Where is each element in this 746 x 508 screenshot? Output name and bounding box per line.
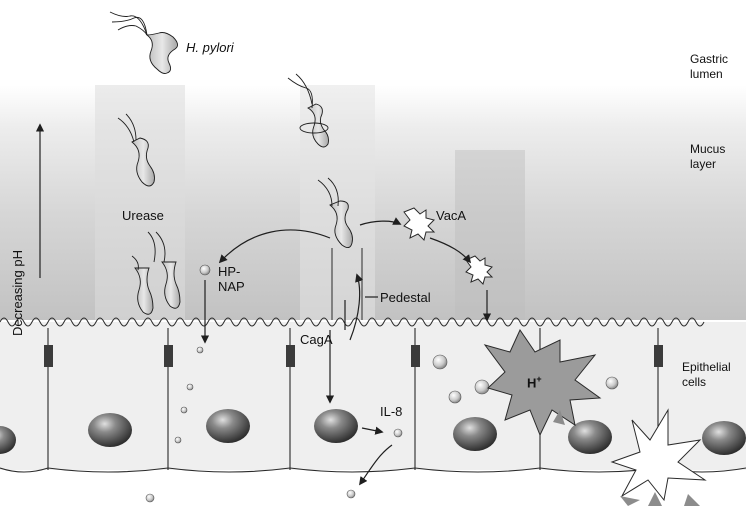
epithelial-cells-label: Epithelial cells bbox=[682, 360, 731, 390]
h-ion-symbol: H bbox=[527, 375, 536, 390]
caga-label: CagA bbox=[300, 332, 333, 347]
h-ion-label: H+ bbox=[527, 372, 542, 390]
mucus-layer-label: Mucus layer bbox=[690, 142, 725, 172]
il8-label: IL-8 bbox=[380, 404, 402, 419]
urease-label: Urease bbox=[122, 208, 164, 223]
pedestal-label: Pedestal bbox=[380, 290, 431, 305]
ph-axis-label: Decreasing pH bbox=[10, 264, 26, 336]
vaca-label: VacA bbox=[436, 208, 466, 223]
epithelial-cell-layer bbox=[0, 318, 746, 472]
h-pylori-label: H. pylori bbox=[186, 40, 234, 55]
gastric-lumen-label: Gastric lumen bbox=[690, 52, 728, 82]
h-ion-charge: + bbox=[536, 374, 541, 384]
mucus-layer bbox=[0, 85, 746, 320]
hp-nap-label: HP- NAP bbox=[218, 264, 245, 294]
